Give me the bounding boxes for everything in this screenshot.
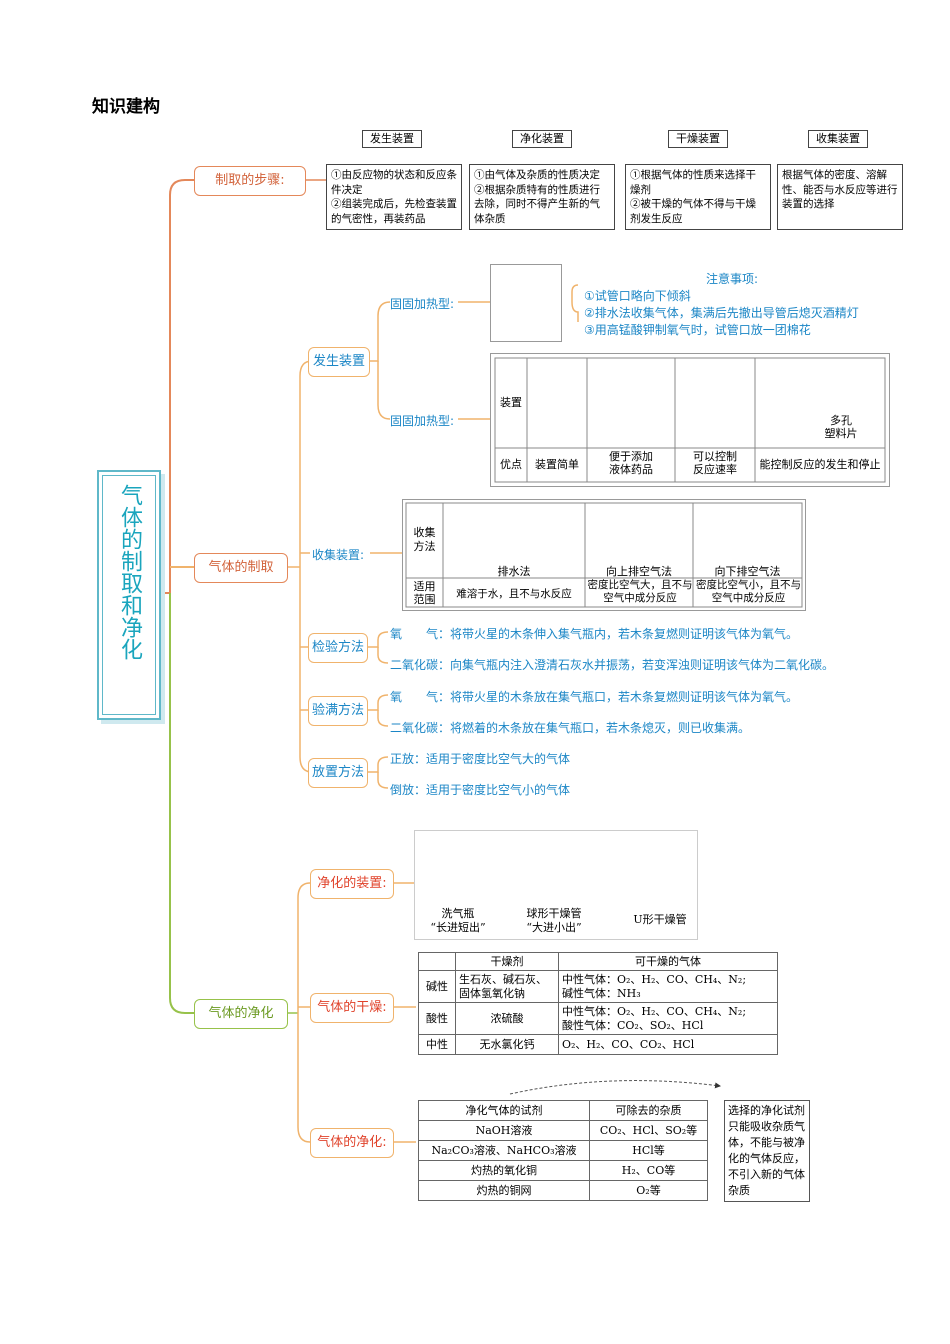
- gen-adv-3: 可以控制 反应速率: [693, 450, 737, 476]
- drying-agent-basic: 生石灰、碱石灰、 固体氢氧化钠: [455, 970, 559, 1003]
- cleaning-reagent-2: Na₂CO₃溶液、NaHCO₃溶液: [418, 1140, 590, 1161]
- porous-plate-label: 多孔 塑料片: [824, 414, 858, 440]
- cleaning-impurity-4: O₂等: [589, 1180, 708, 1201]
- cleaning-header-impurity: 可除去的杂质: [589, 1100, 708, 1121]
- drying-type-neutral: 中性: [418, 1034, 456, 1055]
- drying-header-agent: 干燥剂: [455, 952, 559, 971]
- heating-apparatus-image: [490, 264, 562, 342]
- step-box-dry: ①根据气体的性质来选择干燥剂 ②被干燥的气体不得与干燥剂发生反应: [625, 164, 771, 230]
- step-box-generator: ①由反应物的状态和反应条件决定 ②组装完成后，先检查装置的气密性，再装药品: [326, 164, 462, 230]
- root-title: 气体的制取和净化: [117, 484, 142, 660]
- cleaning-note: 选择的净化试剂只能吸收杂质气体，不能与被净化的气体反应，不引入新的气体杂质: [724, 1100, 810, 1202]
- gen-adv-4: 能控制反应的发生和停止: [759, 458, 881, 471]
- drying-table: 干燥剂 可干燥的气体 碱性 生石灰、碱石灰、 固体氢氧化钠 中性气体：O₂、H₂…: [418, 952, 778, 1055]
- drying-gases-basic: 中性气体：O₂、H₂、CO、CH₄、N₂; 碱性气体：NH₃: [558, 970, 778, 1003]
- full-oxygen: 氧 气：将带火星的木条放在集气瓶口，若木条复燃则证明该气体为氧气。: [390, 690, 799, 704]
- gen-row-device-label: 装置: [500, 396, 522, 409]
- gen-adv-2: 便于添加 液体药品: [609, 450, 653, 476]
- cleaning-impurity-2: HCl等: [589, 1140, 708, 1161]
- device-u-tube: U形干燥管: [633, 913, 687, 926]
- step-box-purify: ①由气体及杂质的性质决定 ②根据杂质特有的性质进行去除，同时不得产生新的气体杂质: [469, 164, 615, 230]
- step-title-dry: 干燥装置: [668, 130, 728, 148]
- collect-row-scope-label: 适用 范围: [413, 580, 436, 606]
- cleaning-reagent-1: NaOH溶液: [418, 1120, 590, 1141]
- branch-purification: 气体的净化: [194, 999, 288, 1029]
- placement-upright: 正放：适用于密度比空气大的气体: [390, 752, 571, 766]
- collect-scope-water: 难溶于水，且不与水反应: [456, 588, 572, 600]
- step-box-collect: 根据气体的密度、溶解性、能否与水反应等进行装置的选择: [777, 164, 903, 230]
- branch-preparation: 气体的制取: [194, 553, 288, 583]
- collection-table: 收集 方法 适用 范围 排水法 向上排空气法 向下排空气法 难溶于水，且不与水反…: [402, 499, 806, 611]
- note-1: ①试管口略向下倾斜: [584, 289, 691, 303]
- cleaning-reagent-4: 灼热的铜网: [418, 1180, 590, 1201]
- drying-agent-acidic: 浓硫酸: [455, 1002, 559, 1035]
- cleaning-impurity-1: CO₂、HCl、SO₂等: [589, 1120, 708, 1141]
- node-cleaning: 气体的净化:: [310, 1128, 394, 1158]
- cleaning-table: 净化气体的试剂 可除去的杂质 NaOH溶液 CO₂、HCl、SO₂等 Na₂CO…: [418, 1100, 708, 1201]
- cleaning-reagent-3: 灼热的氧化铜: [418, 1160, 590, 1181]
- drying-type-acidic: 酸性: [418, 1002, 456, 1035]
- node-purify-devices: 净化的装置:: [310, 869, 394, 899]
- collect-method-water: 排水法: [497, 565, 531, 578]
- drying-header-gases: 可干燥的气体: [558, 952, 778, 971]
- collect-method-upward: 向上排空气法: [606, 565, 672, 578]
- note-3: ③用高锰酸钾制氧气时，试管口放一团棉花: [584, 323, 811, 337]
- gen-adv-1: 装置简单: [535, 458, 579, 471]
- full-co2: 二氧化碳：将燃着的木条放在集气瓶口，若木条熄灭，则已收集满。: [390, 721, 751, 735]
- step-title-generator: 发生装置: [362, 130, 422, 148]
- generator-table: 装置 优点 多孔 塑料片 装置简单 便于添加 液体药品 可以控制 反应速率 能控…: [490, 353, 890, 487]
- branch-steps: 制取的步骤:: [194, 166, 306, 196]
- node-test: 检验方法: [308, 633, 368, 663]
- cleaning-impurity-3: H₂、CO等: [589, 1160, 708, 1181]
- page-heading: 知识建构: [92, 97, 160, 117]
- leaf-solid-liquid: 固固加热型:: [390, 414, 455, 428]
- device-wash-bottle: 洗气瓶 “长进短出”: [430, 907, 486, 934]
- steps-diagram: 发生装置 净化装置 干燥装置 收集装置 ①由反应物的状态和反应条件决定 ②组装完…: [326, 128, 903, 232]
- collect-row-method-label: 收集 方法: [413, 526, 436, 553]
- gen-row-adv-label: 优点: [500, 458, 522, 471]
- collect-scope-downward: 密度比空气小，且不与空气中成分反应: [696, 579, 801, 604]
- device-ball-tube: 球形干燥管 “大进小出”: [526, 907, 582, 934]
- test-co2: 二氧化碳：向集气瓶内注入澄清石灰水并振荡，若变浑浊则证明该气体为二氧化碳。: [390, 658, 835, 672]
- drying-type-basic: 碱性: [418, 970, 456, 1003]
- node-placement: 放置方法: [308, 758, 368, 788]
- step-title-purify: 净化装置: [512, 130, 572, 148]
- collect-method-downward: 向下排空气法: [714, 565, 781, 578]
- node-generator: 发生装置: [308, 347, 370, 377]
- node-drying: 气体的干燥:: [310, 993, 394, 1023]
- drying-gases-neutral: O₂、H₂、CO、CO₂、HCl: [558, 1034, 778, 1055]
- leaf-solid-heat: 固固加热型:: [390, 297, 455, 311]
- test-oxygen: 氧 气：将带火星的木条伸入集气瓶内，若木条复燃则证明该气体为氧气。: [390, 627, 799, 641]
- notes-title: 注意事项:: [706, 272, 759, 286]
- drying-gases-acidic: 中性气体：O₂、H₂、CO、CH₄、N₂; 酸性气体：CO₂、SO₂、HCl: [558, 1002, 778, 1035]
- purify-devices-image: 洗气瓶 “长进短出” 球形干燥管 “大进小出” U形干燥管: [414, 830, 698, 940]
- cleaning-header-reagent: 净化气体的试剂: [418, 1100, 590, 1121]
- node-collection: 收集装置:: [312, 548, 365, 562]
- placement-inverted: 倒放：适用于密度比空气小的气体: [390, 783, 571, 797]
- collect-scope-upward: 密度比空气大，且不与空气中成分反应: [587, 579, 693, 604]
- drying-agent-neutral: 无水氯化钙: [455, 1034, 559, 1055]
- note-2: ②排水法收集气体，集满后先撤出导管后熄灭酒精灯: [584, 306, 859, 320]
- step-title-collect: 收集装置: [808, 130, 868, 148]
- root-node: 气体的制取和净化: [97, 470, 161, 720]
- node-full: 验满方法: [308, 696, 368, 726]
